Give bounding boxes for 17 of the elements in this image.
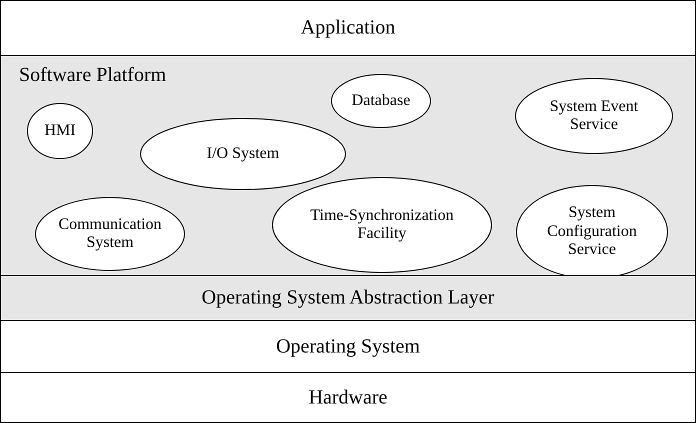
layer-band	[0, 320, 696, 373]
component-label: Communication System	[57, 216, 163, 252]
layer-label: Hardware	[308, 386, 388, 409]
layer-label: Software Platform	[19, 64, 166, 87]
layer-band	[0, 275, 696, 321]
component-label: Database	[352, 92, 410, 110]
layer-band	[0, 55, 696, 276]
component-label: System Event Service	[548, 98, 640, 134]
component-label: System Configuration Service	[546, 204, 638, 260]
layer-label: Operating System	[276, 335, 420, 358]
component-label: Time-Synchronization Facility	[309, 206, 455, 244]
component-label: HMI	[44, 122, 76, 140]
layer-band	[0, 372, 696, 423]
layer-label: Application	[300, 16, 396, 40]
component-label: I/O System	[206, 144, 280, 164]
layer-label: Operating System Abstraction Layer	[202, 286, 494, 310]
layer-band	[0, 0, 696, 56]
